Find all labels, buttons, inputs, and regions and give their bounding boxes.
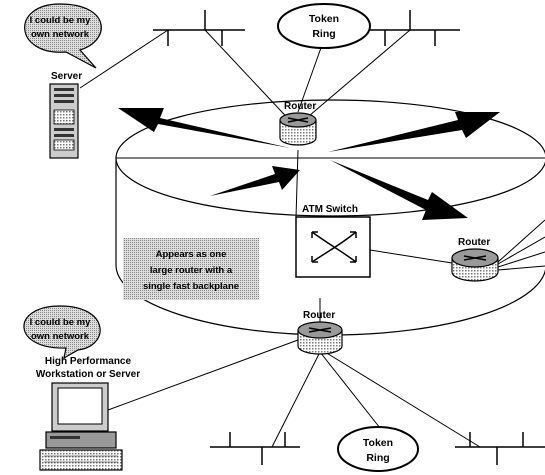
arrow-lower-right (330, 160, 468, 220)
bubble-top-line-2: own network (31, 29, 90, 40)
connection-lines (79, 29, 545, 448)
token-ring-top-line-1: Token (309, 13, 339, 25)
backplane-note (123, 238, 259, 300)
traffic-arrows (118, 108, 500, 220)
token-ring-bottom (337, 426, 419, 472)
workstation-label-line-2: Workstation or Server (36, 369, 140, 380)
server-tower (49, 83, 79, 159)
router-bottom (297, 321, 343, 355)
lan-bus-bottom-right (455, 432, 545, 465)
atm-switch (295, 216, 371, 278)
router-right-label: Router (458, 237, 490, 248)
bubble-top-line-1: I could be my (30, 15, 91, 26)
arrow-lower-left (210, 166, 300, 196)
note-line-1: Appears as one (156, 249, 227, 260)
token-ring-bottom-line-1: Token (363, 437, 393, 449)
router-bottom-label: Router (303, 310, 335, 321)
router-right (451, 248, 499, 282)
token-ring-bottom-line-2: Ring (366, 452, 389, 464)
arrow-upper-right (328, 112, 500, 152)
note-line-2: large router with a (150, 265, 233, 276)
bubble-bottom-line-2: own network (31, 331, 90, 342)
speech-bubble-bottom (23, 305, 101, 360)
lan-bus-top-left (153, 10, 245, 46)
note-line-3: single fast backplane (143, 281, 239, 292)
router-top (279, 112, 317, 146)
router-top-label: Router (284, 101, 316, 112)
workstation-label-line-1: High Performance (45, 356, 132, 367)
lan-bus-top-right (370, 10, 460, 46)
workstation-computer (39, 382, 123, 471)
lan-bus-bottom-left (210, 432, 300, 465)
server-label: Server (51, 71, 82, 82)
speech-bubble-top (24, 3, 102, 69)
token-ring-top-line-2: Ring (312, 28, 335, 40)
atm-switch-label: ATM Switch (302, 204, 358, 215)
bubble-bottom-line-1: I could be my (30, 317, 91, 328)
token-ring-top (277, 3, 371, 49)
arrow-upper-left (118, 108, 290, 148)
